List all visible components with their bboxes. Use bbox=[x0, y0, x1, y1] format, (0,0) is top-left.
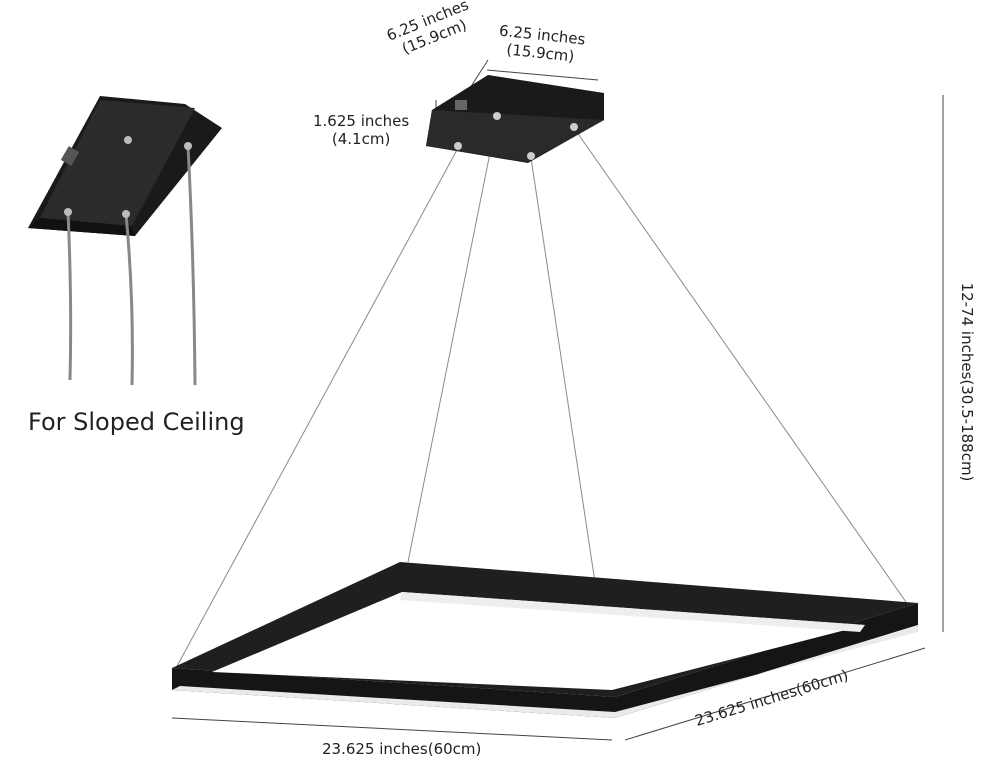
sloped-ceiling-caption: For Sloped Ceiling bbox=[28, 408, 245, 436]
square-led-frame bbox=[172, 562, 918, 718]
dimension-lines bbox=[171, 59, 944, 741]
canopy-height-inches: 1.625 inches bbox=[313, 112, 410, 130]
frame-width-label: 23.625 inches(60cm) bbox=[322, 740, 482, 758]
hanging-height-label: 12-74 inches(30.5-188cm) bbox=[958, 282, 976, 482]
ceiling-canopy bbox=[426, 75, 604, 163]
canopy-height-cm: (4.1cm) bbox=[331, 130, 391, 148]
sloped-canopy-illustration bbox=[28, 96, 222, 386]
canopy-height-label: 1.625 inches (4.1cm) bbox=[313, 112, 409, 148]
